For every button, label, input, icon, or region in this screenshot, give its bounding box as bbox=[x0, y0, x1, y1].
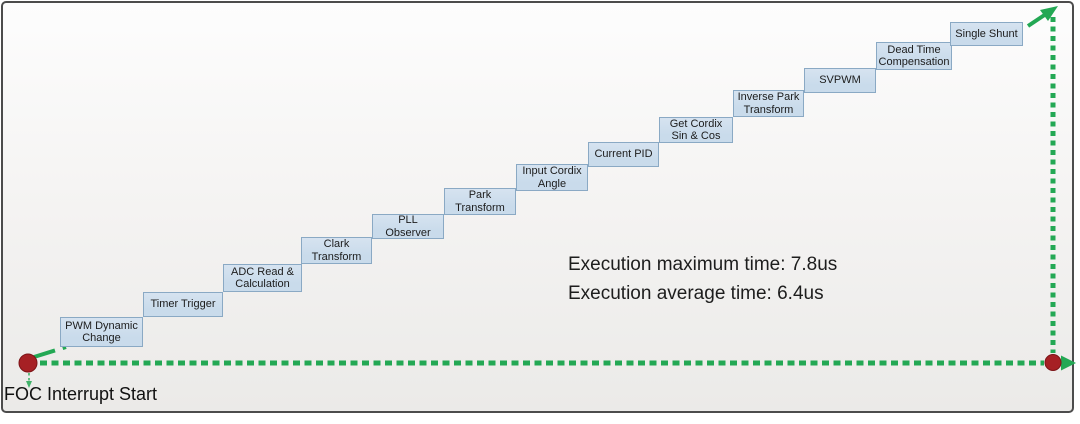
flow-step-1: PWM Dynamic Change bbox=[60, 317, 143, 347]
flow-step-label: Clark Transform bbox=[311, 238, 362, 263]
flow-step-label: Inverse Park Transform bbox=[737, 91, 800, 116]
start-pointer-arrowhead-icon bbox=[26, 381, 32, 388]
flow-step-label: Input Cordix Angle bbox=[522, 165, 582, 190]
execution-stats: Execution maximum time: 7.8us Execution … bbox=[568, 250, 837, 308]
end-marker-dot bbox=[1044, 354, 1062, 371]
flow-step-3: ADC Read & Calculation bbox=[223, 264, 302, 292]
timeline-right-arrowhead-icon bbox=[1061, 355, 1076, 371]
flow-step-13: Single Shunt bbox=[950, 22, 1023, 46]
flow-step-label: Single Shunt bbox=[955, 27, 1018, 40]
flow-step-6: Park Transform bbox=[444, 188, 516, 215]
execution-max-text: Execution maximum time: 7.8us bbox=[568, 254, 838, 275]
flow-step-2: Timer Trigger bbox=[143, 292, 223, 317]
flow-step-label: SVPWM bbox=[819, 74, 861, 87]
flow-step-9: Get Cordix Sin & Cos bbox=[659, 117, 733, 143]
flow-step-10: Inverse Park Transform bbox=[733, 90, 804, 117]
top-right-arrowhead-icon bbox=[1040, 6, 1058, 21]
flow-step-11: SVPWM bbox=[804, 68, 876, 93]
flow-step-8: Current PID bbox=[588, 142, 659, 167]
start-marker-dot bbox=[18, 353, 38, 373]
flow-step-label: ADC Read & Calculation bbox=[231, 265, 294, 291]
flow-step-label: PLL Observer bbox=[385, 214, 431, 239]
flow-step-7: Input Cordix Angle bbox=[516, 164, 588, 191]
flow-step-4: Clark Transform bbox=[301, 237, 372, 264]
execution-avg-text: Execution average time: 6.4us bbox=[568, 283, 824, 304]
flow-step-label: Park Transform bbox=[455, 189, 505, 214]
flow-step-5: PLL Observer bbox=[372, 214, 444, 239]
flow-step-label: Dead Time Compensation bbox=[878, 43, 950, 69]
top-right-arrow-shaft bbox=[1026, 12, 1048, 28]
flow-step-12: Dead Time Compensation bbox=[876, 42, 952, 70]
flow-step-label: PWM Dynamic Change bbox=[65, 319, 138, 345]
flow-step-label: Get Cordix Sin & Cos bbox=[669, 117, 723, 143]
start-label: FOC Interrupt Start bbox=[4, 384, 158, 404]
start-diagonal-dash bbox=[33, 345, 67, 359]
flow-step-label: Current PID bbox=[594, 148, 653, 161]
flow-step-label: Timer Trigger bbox=[150, 298, 216, 311]
